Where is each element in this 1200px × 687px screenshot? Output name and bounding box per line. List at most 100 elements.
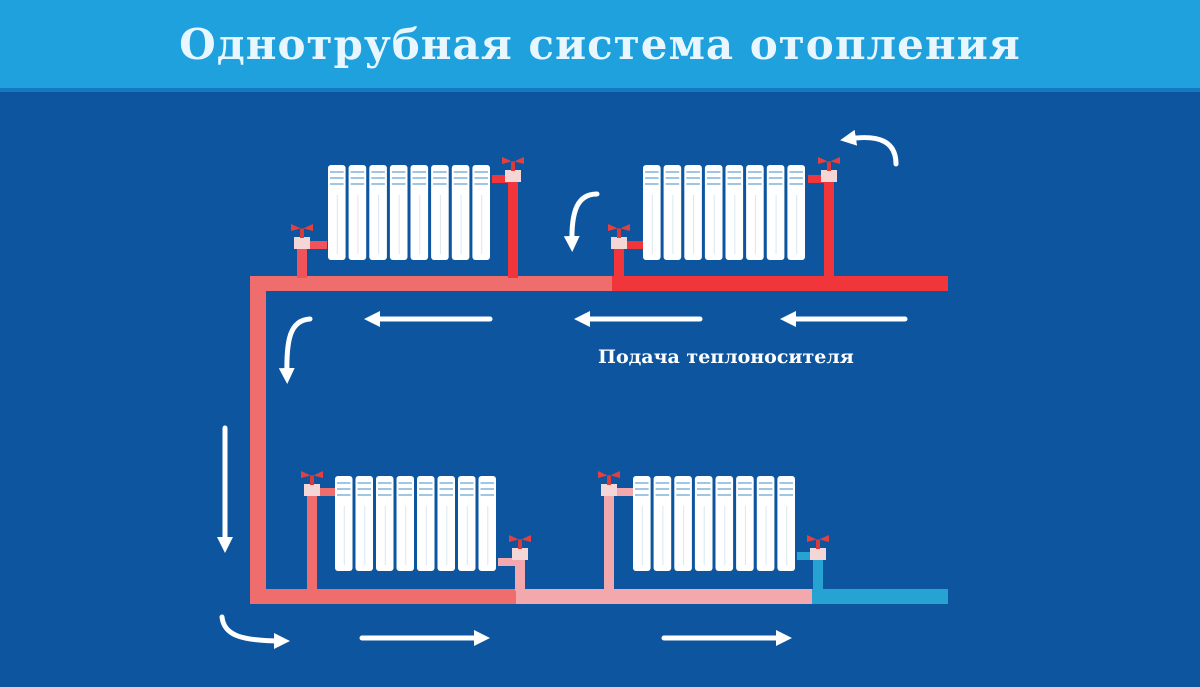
radiator-slot (655, 494, 670, 496)
riser-pipe (250, 276, 266, 604)
radiator-fin (458, 476, 476, 571)
radiator-slot (717, 488, 732, 490)
curved-arrow-icon (219, 614, 291, 649)
radiator-slot (768, 177, 783, 179)
branch-pipe (797, 552, 819, 560)
valve-icon (509, 535, 531, 560)
radiator-slot (378, 488, 392, 490)
radiator-icon (328, 165, 805, 571)
radiator-slot (357, 482, 371, 484)
radiator-slot (398, 494, 412, 496)
valve-icon (291, 224, 313, 249)
radiator-slot (696, 482, 711, 484)
radiator-slot (453, 177, 468, 179)
valve-icon (502, 157, 524, 182)
title-bar: Однотрубная система отопления (0, 0, 1200, 92)
radiator-slot (727, 171, 742, 173)
radiator-slot (357, 488, 371, 490)
radiator-slot (357, 494, 371, 496)
radiator-fin (396, 476, 414, 571)
radiator-fin (376, 476, 394, 571)
radiator-slot (665, 177, 680, 179)
radiator-slot (727, 183, 742, 185)
radiator-slot (439, 488, 453, 490)
radiator-slot (706, 183, 721, 185)
radiator-slot (645, 171, 659, 173)
radiator (335, 476, 496, 571)
valve-icon (818, 157, 840, 182)
radiator-slot (350, 177, 365, 179)
branch-pipe (305, 241, 327, 249)
curved-arrow-icon (278, 316, 313, 384)
lower-main-warm-pipe (250, 589, 518, 604)
radiator-slot (412, 183, 427, 185)
radiator-slot (412, 171, 427, 173)
radiator-slot (758, 488, 773, 490)
radiator-slot (433, 177, 447, 179)
upper-main-hot-pipe (610, 276, 948, 291)
branch-pipe (622, 241, 644, 249)
radiator-slot (686, 183, 700, 185)
radiator-slot (371, 171, 385, 173)
radiator-slot (758, 482, 773, 484)
valve-icon (807, 535, 829, 560)
radiator-slot (655, 488, 670, 490)
radiator-slot (686, 171, 700, 173)
radiator-slot (738, 488, 752, 490)
valve-icon (608, 224, 630, 249)
radiator-fin (417, 476, 435, 571)
valve-icon (301, 471, 323, 496)
branch-pipe (808, 175, 832, 183)
radiator-slot (419, 482, 433, 484)
radiator-slot (391, 171, 406, 173)
radiator-slot (779, 494, 793, 496)
radiator-slot (696, 494, 711, 496)
radiator-fin (478, 476, 496, 571)
radiator-slot (480, 488, 494, 490)
radiator-fin (369, 165, 387, 260)
branch-pipe (604, 493, 614, 591)
radiator-slot (378, 494, 392, 496)
branch-pipe (515, 557, 525, 591)
radiator-slot (378, 482, 392, 484)
radiator-fin (451, 165, 470, 260)
radiator-slot (433, 171, 447, 173)
radiator-slot (738, 482, 752, 484)
radiator-fin (736, 476, 754, 571)
radiator-slot (758, 494, 773, 496)
radiator-slot (717, 482, 732, 484)
branch-pipe (315, 488, 335, 496)
radiator (328, 165, 490, 260)
radiator-slot (391, 183, 406, 185)
radiator-slot (439, 482, 453, 484)
radiator-slot (789, 177, 803, 179)
branch-pipe (297, 247, 307, 278)
radiator-slot (706, 171, 721, 173)
branch-pipe (612, 488, 634, 496)
flow-arrows (216, 129, 908, 649)
radiator-slot (350, 183, 365, 185)
radiator-slot (337, 488, 351, 490)
radiator-fin (663, 165, 682, 260)
radiator-slot (665, 183, 680, 185)
radiator-slot (676, 482, 690, 484)
radiator-slot (453, 171, 468, 173)
radiator-slot (460, 494, 474, 496)
radiator-slot (474, 171, 488, 173)
radiator-fin (746, 165, 764, 260)
radiator-slot (350, 171, 365, 173)
radiator-fin (437, 476, 455, 571)
branch-pipe (307, 493, 317, 591)
radiator-slot (789, 183, 803, 185)
radiator-slot (635, 482, 649, 484)
branch-pipe (492, 175, 516, 183)
radiator-slot (474, 177, 488, 179)
radiator-slot (398, 488, 412, 490)
radiator-slot (419, 494, 433, 496)
radiator-slot (748, 177, 762, 179)
lower-main-cold-pipe (812, 589, 948, 604)
valve-icon (598, 471, 620, 496)
radiator-slot (645, 183, 659, 185)
